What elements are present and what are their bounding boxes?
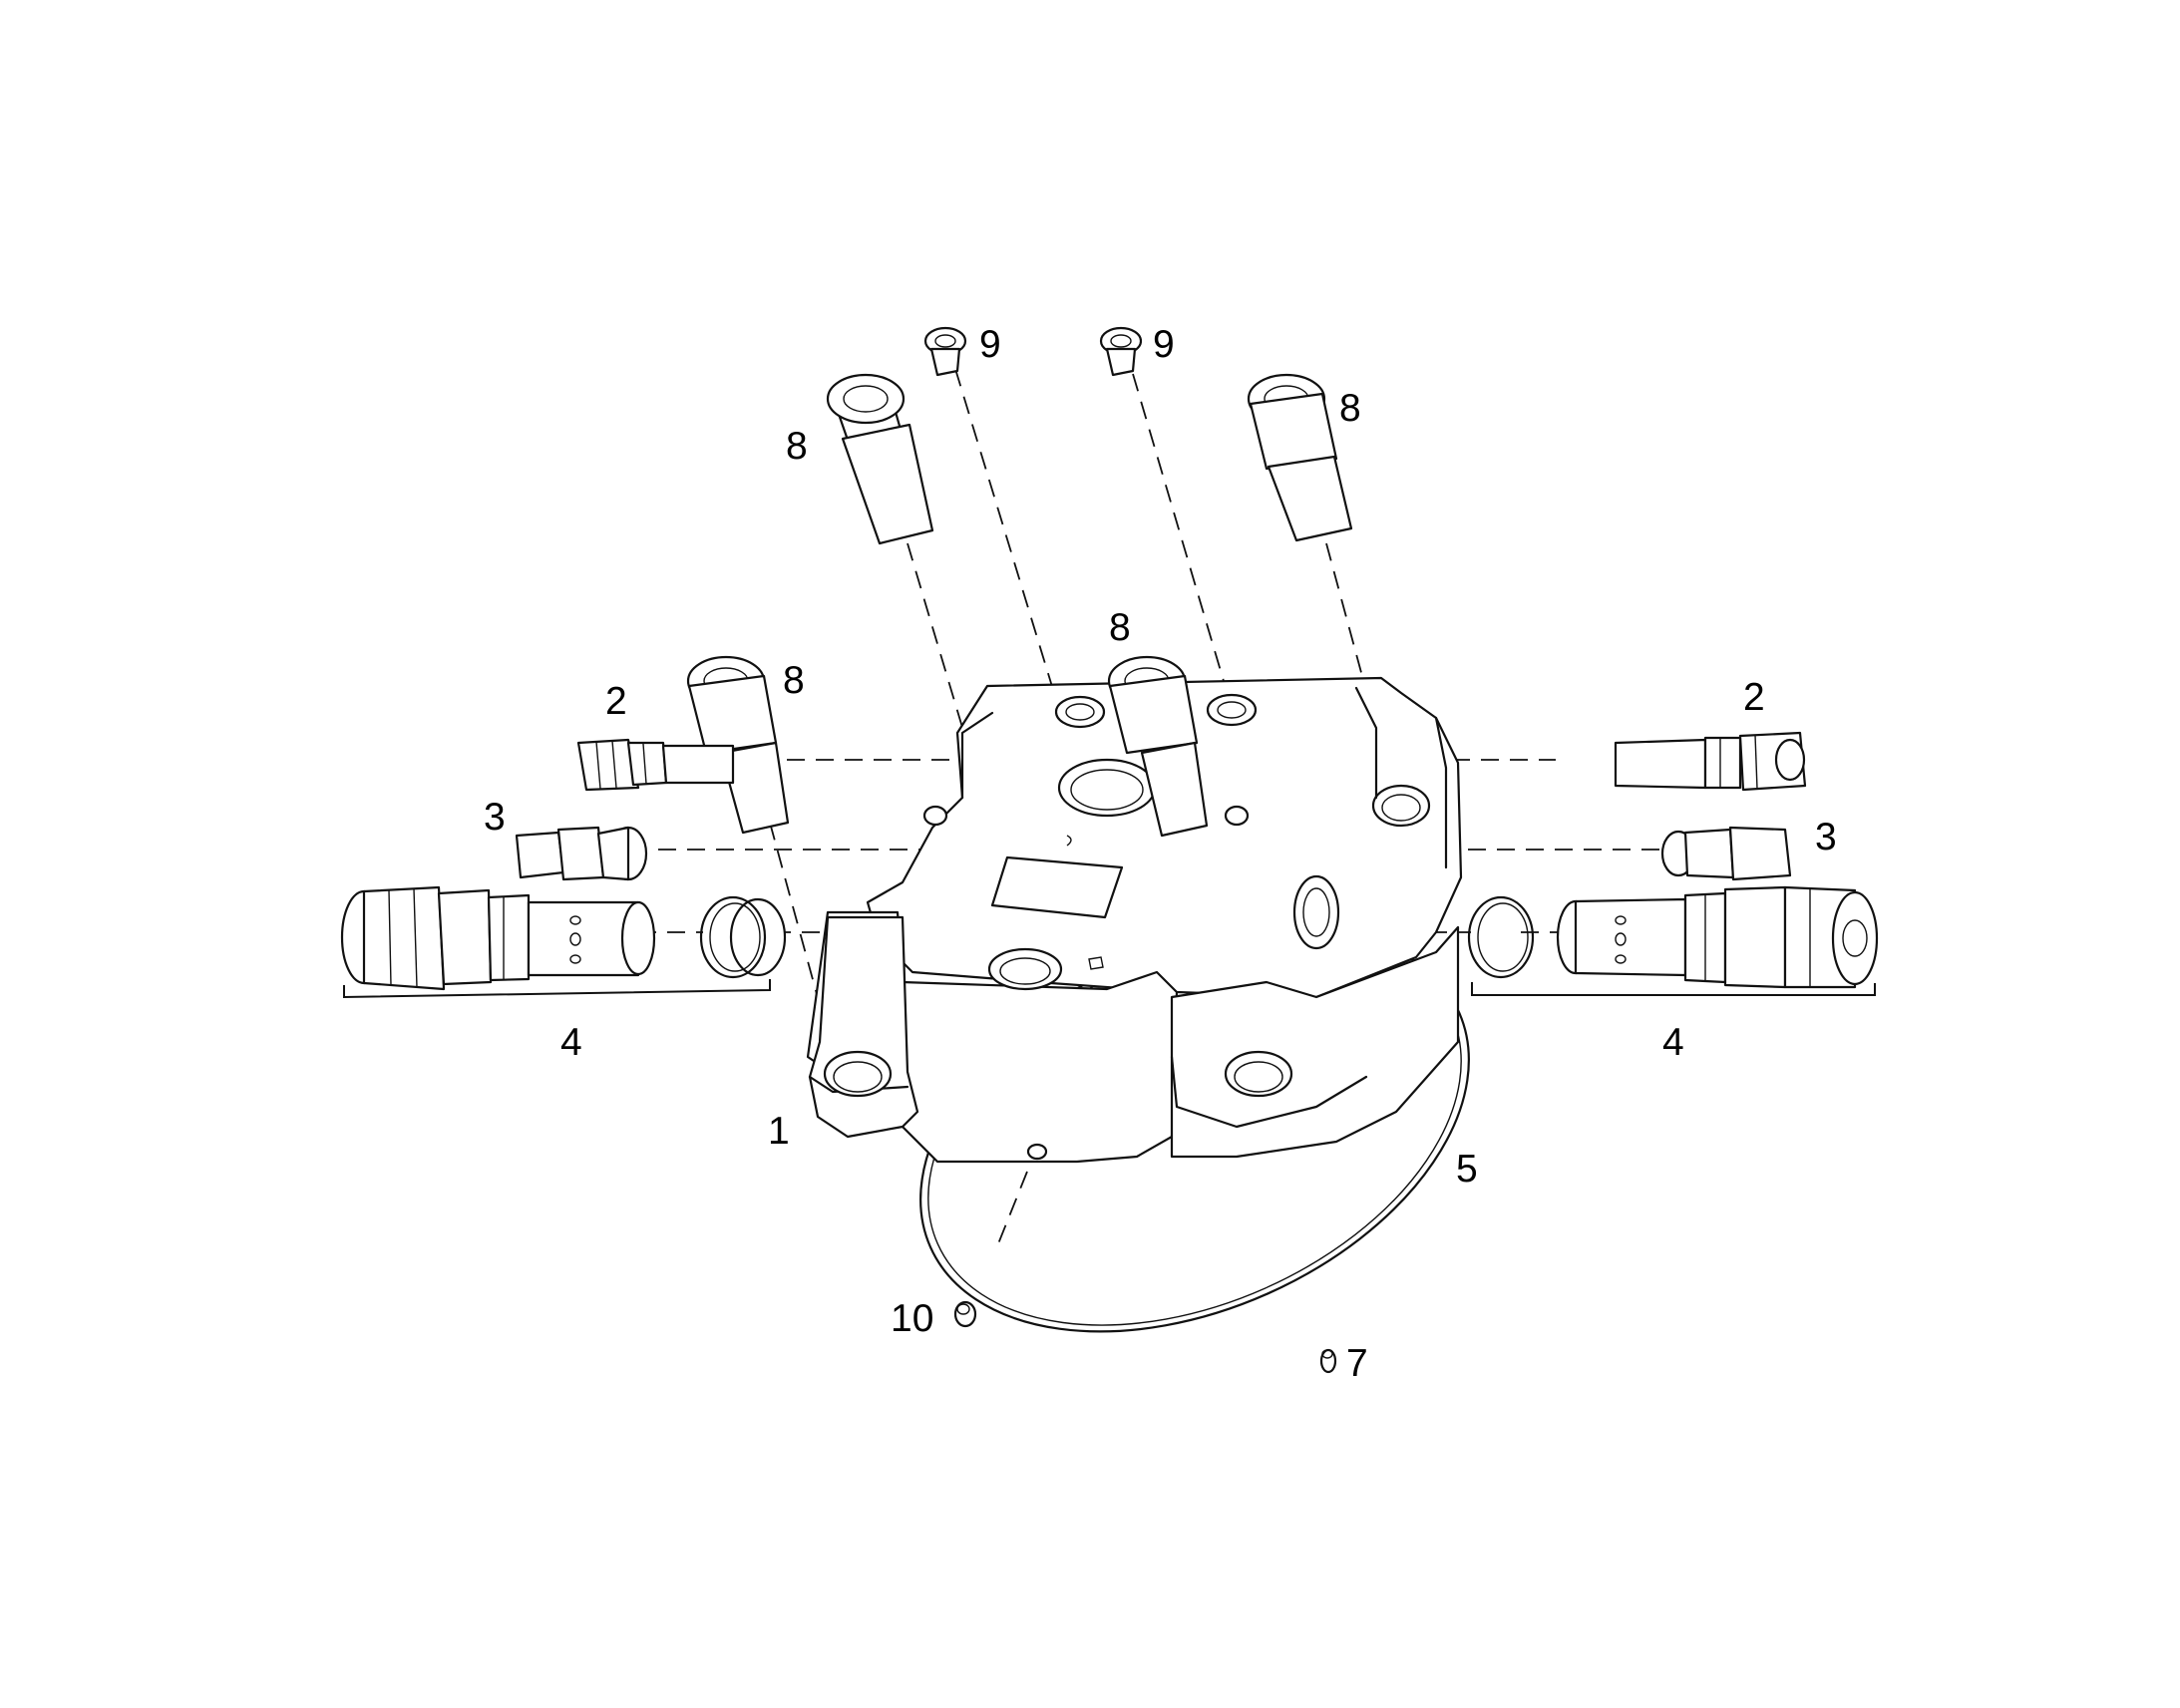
callout-screw-center: 8 [1109,606,1131,649]
callout-cartridge-upper-left: 2 [605,680,627,723]
screw-left-part [686,655,790,835]
bracket-left [343,979,771,999]
dowel-pin-part [1319,1348,1337,1374]
plug-left-part [515,826,648,881]
small-plug-left-part [923,326,967,377]
callout-cartridge-upper-right: 2 [1743,676,1765,719]
callout-plug-left: 3 [484,796,506,839]
bracket-right [1471,982,1876,996]
valve-assembly-right-part [1556,885,1879,989]
callout-valve-assembly-right: 4 [1662,1021,1684,1064]
callout-dowel-pin: 7 [1346,1342,1368,1385]
callout-housing: 1 [768,1110,790,1153]
callout-small-plug-left: 9 [979,323,1001,366]
callout-screw-top-left: 8 [786,425,808,468]
screw-center-part [1107,655,1209,838]
pin-bottom-part [953,1300,977,1328]
callout-screw-left: 8 [783,659,805,702]
callout-pin-bottom: 10 [891,1297,933,1340]
screw-top-right-part [1247,373,1353,542]
o-ring-right-part [1467,895,1535,979]
small-plug-right-part [1099,326,1143,377]
callout-valve-assembly-left: 4 [560,1021,582,1064]
callout-small-plug-right: 9 [1153,323,1175,366]
cartridge-left-part [576,738,735,792]
o-ring-left-part [699,895,767,979]
callout-screw-top-right: 8 [1339,387,1361,430]
housing-part [806,676,1463,1164]
plug-right-part [1660,826,1792,881]
valve-assembly-left-part [340,885,787,991]
cartridge-right-part [1614,731,1807,792]
callouts: 1 2 2 3 3 4 4 5 7 8 8 8 8 9 9 10 [484,323,1837,1385]
callout-large-o-ring: 5 [1456,1148,1478,1191]
screw-top-left-part [826,373,934,545]
callout-plug-right: 3 [1815,816,1837,858]
